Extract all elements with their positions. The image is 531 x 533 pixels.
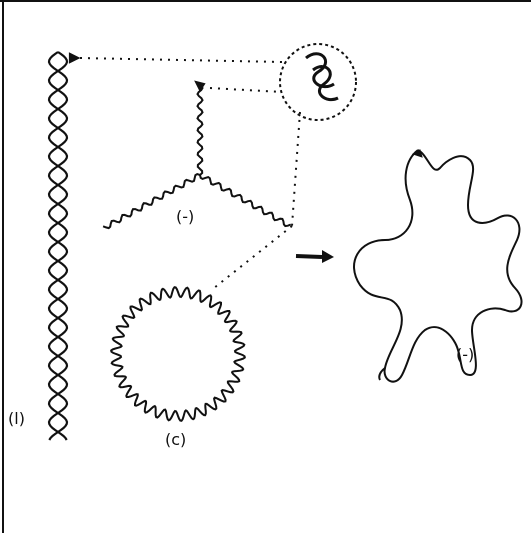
branched-molecule xyxy=(102,80,292,230)
inset-strand-2 xyxy=(312,65,339,101)
zoom-inset xyxy=(279,43,357,121)
double-helix xyxy=(47,51,81,441)
branch-end-marker xyxy=(194,80,206,92)
branch-arm-2 xyxy=(102,173,201,230)
helix-end-marker xyxy=(68,52,81,64)
branch-arm-3 xyxy=(199,174,292,228)
coil-end-marker xyxy=(411,149,423,158)
relaxed-coil-molecule xyxy=(353,149,523,383)
label-coil: (-) xyxy=(456,345,474,364)
branch-arm-1 xyxy=(196,83,204,176)
connector-lines xyxy=(79,57,301,289)
transition-arrow xyxy=(295,250,334,263)
coil-tail xyxy=(378,367,386,381)
label-circle: (c) xyxy=(165,430,186,449)
label-helix: (l) xyxy=(8,409,25,428)
circular-molecule xyxy=(110,286,246,422)
label-branched: (-) xyxy=(176,207,194,226)
helix-strand-2 xyxy=(47,51,69,441)
